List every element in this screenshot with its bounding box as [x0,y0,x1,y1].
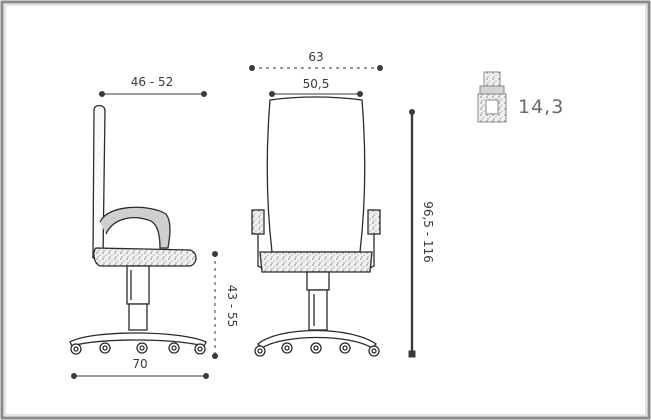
dim-base-width-label: 70 [132,357,147,371]
dim-front-back-width-label: 50,5 [303,77,330,91]
dim-base-width-line [71,373,209,379]
chair-side-view [69,104,207,355]
weight-scale-icon [477,71,507,123]
dim-total-height-label: 96,5 - 116 [421,201,435,263]
dim-front-back-width-line [269,91,363,97]
dim-side-depth-label: 46 - 52 [131,75,174,89]
dim-side-depth-line [99,91,207,97]
dim-seat-height-label: 43 - 55 [225,285,239,328]
dim-front-width-top-label: 63 [308,50,323,64]
dim-total-height-line [408,109,416,358]
weight-value: 14,3 [518,96,564,118]
dim-front-width-top-line [249,65,383,71]
chair-front-view [251,96,381,357]
dim-seat-height-line [212,251,218,359]
